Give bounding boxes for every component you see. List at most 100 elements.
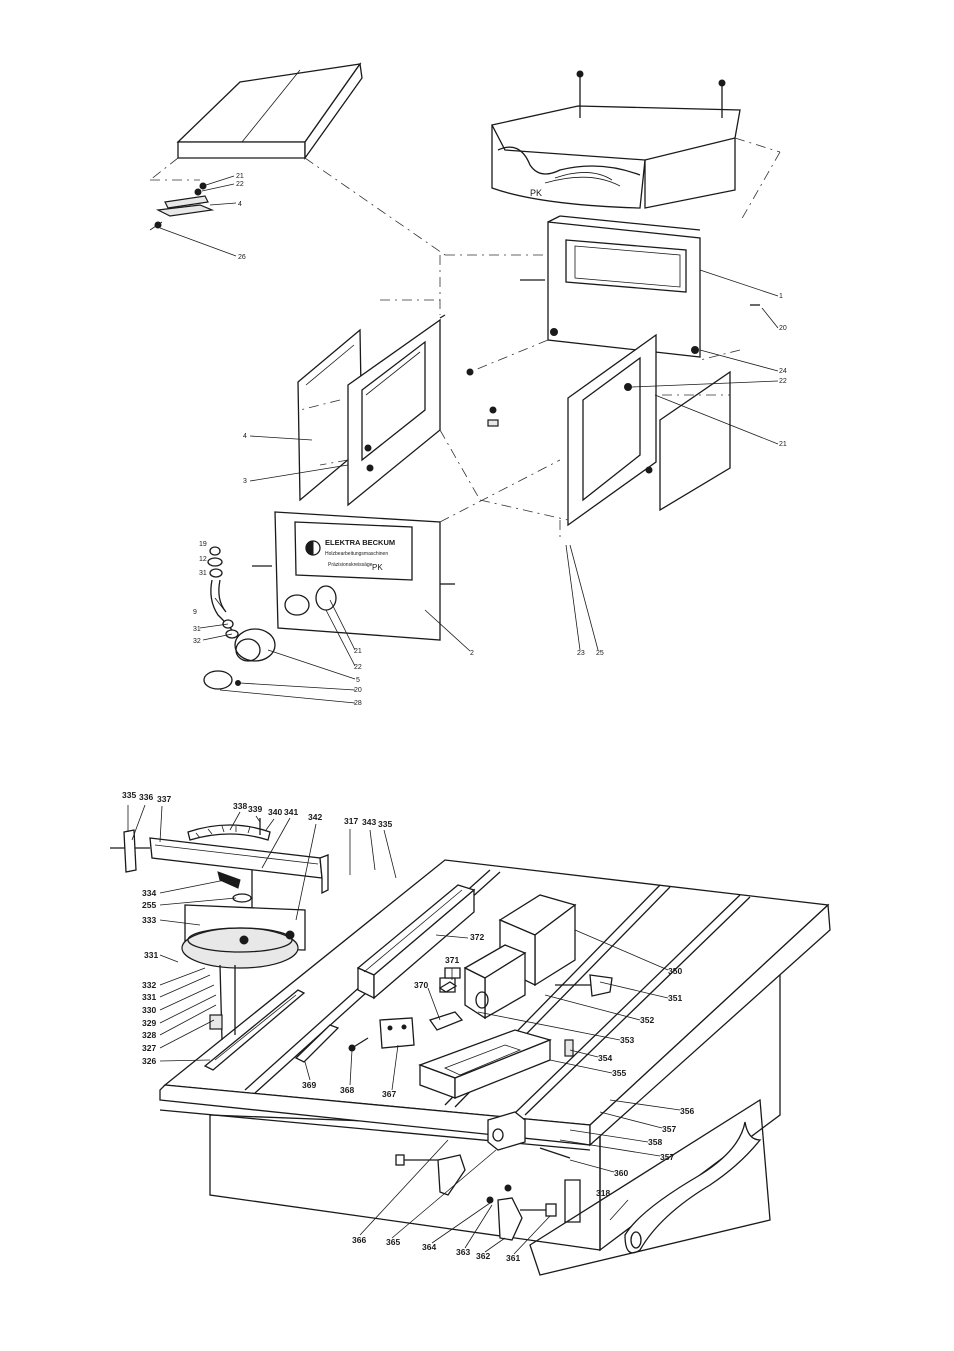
callout-26: 26: [238, 254, 246, 261]
callout-360: 360: [614, 1168, 628, 1178]
callout-368: 368: [340, 1085, 354, 1095]
fence-carriage: [418, 1029, 574, 1159]
callout-371: 371: [445, 955, 459, 965]
callout-28: 28: [354, 700, 362, 707]
callout-339: 339: [248, 804, 262, 814]
left-side-panel: [297, 314, 474, 507]
dust-fittings: [203, 546, 276, 690]
callout-20-b: 20: [354, 687, 362, 694]
callout-328: 328: [142, 1030, 156, 1040]
callout-357-b: 357: [660, 1152, 674, 1162]
rip-fence: [356, 884, 476, 1000]
callout-372: 372: [470, 932, 484, 942]
table-tray: PK: [491, 70, 741, 209]
callout-318: 318: [596, 1188, 610, 1198]
callout-351: 351: [668, 993, 682, 1003]
callout-355: 355: [612, 1068, 626, 1078]
callout-330: 330: [142, 1005, 156, 1015]
callout-364: 364: [422, 1242, 436, 1252]
callout-336: 336: [139, 792, 153, 802]
callout-4: 4: [238, 201, 242, 208]
assembly-lines: [299, 137, 781, 540]
callout-361: 361: [506, 1253, 520, 1263]
plate-brand: ELEKTRA BECKUM: [325, 538, 395, 547]
callout-342: 342: [308, 812, 322, 822]
plate-model-line: Präzisionskreissäge: [328, 562, 373, 568]
callout-340: 340: [268, 807, 282, 817]
lower-leaders: [127, 804, 681, 1255]
callout-21-b: 21: [779, 441, 787, 448]
callout-354: 354: [598, 1053, 612, 1063]
callout-24: 24: [779, 368, 787, 375]
callout-362: 362: [476, 1251, 490, 1261]
callout-21: 21: [236, 173, 244, 180]
lower-table-diagram: 335 336 337 338 339 340 341 342 317 343 …: [110, 790, 831, 1276]
miter-gauge: [181, 871, 306, 1041]
plate-model: PK: [372, 563, 383, 572]
tray-model-label: PK: [530, 188, 542, 198]
callout-343: 343: [362, 817, 376, 827]
callout-332: 332: [142, 980, 156, 990]
callout-9: 9: [193, 609, 197, 616]
lower-callouts: 335 336 337 338 339 340 341 342 317 343 …: [122, 790, 694, 1263]
callout-356: 356: [680, 1106, 694, 1116]
lock-levers: [395, 1154, 557, 1241]
callout-2: 2: [470, 650, 474, 657]
push-stick: [529, 1098, 771, 1276]
callout-334: 334: [142, 888, 156, 898]
callout-19: 19: [199, 541, 207, 548]
callout-25: 25: [596, 650, 604, 657]
callout-23: 23: [577, 650, 585, 657]
callout-22-b: 22: [779, 378, 787, 385]
miter-fence: [110, 818, 329, 910]
upper-leaders: [199, 269, 779, 704]
callout-3: 3: [243, 478, 247, 485]
callout-31: 31: [199, 570, 207, 577]
callout-337: 337: [157, 794, 171, 804]
miter-bar: [203, 989, 306, 1071]
callout-331-b: 331: [142, 992, 156, 1002]
callout-370: 370: [414, 980, 428, 990]
callout-331: 331: [144, 950, 158, 960]
callout-353: 353: [620, 1035, 634, 1045]
callout-358: 358: [648, 1137, 662, 1147]
callout-363: 363: [456, 1247, 470, 1257]
callout-5: 5: [356, 677, 360, 684]
callout-335-b: 335: [378, 819, 392, 829]
callout-357: 357: [662, 1124, 676, 1134]
callout-317: 317: [344, 816, 358, 826]
callout-369: 369: [302, 1080, 316, 1090]
callout-31-b: 31: [193, 626, 201, 633]
callout-341: 341: [284, 807, 298, 817]
callout-335: 335: [122, 790, 136, 800]
callout-352: 352: [640, 1015, 654, 1025]
callout-255: 255: [142, 900, 156, 910]
callout-326: 326: [142, 1056, 156, 1066]
callout-329: 329: [142, 1018, 156, 1028]
callout-12: 12: [199, 556, 207, 563]
right-side-panel: [487, 333, 731, 527]
callout-22-c: 22: [354, 664, 362, 671]
callout-327: 327: [142, 1043, 156, 1053]
callout-21-c: 21: [354, 648, 362, 655]
upper-cabinet-diagram: PK: [149, 62, 787, 707]
callout-20: 20: [779, 325, 787, 332]
lid-board: [176, 62, 363, 161]
callout-32: 32: [193, 638, 201, 645]
callout-1: 1: [779, 293, 783, 300]
callout-350: 350: [668, 966, 682, 976]
callout-333: 333: [142, 915, 156, 925]
plate-subtitle: Holzbearbeitungsmaschinen: [325, 551, 388, 557]
upper-callouts: 21 22 4 26 1 20 24 22 21 4 3 19 12 31 9 …: [193, 173, 787, 707]
hinge-set: [149, 157, 237, 257]
callout-4-b: 4: [243, 433, 247, 440]
callout-338: 338: [233, 801, 247, 811]
rear-panel: [520, 215, 760, 358]
front-panel: ELEKTRA BECKUM Holzbearbeitungsmaschinen…: [252, 511, 455, 641]
callout-366: 366: [352, 1235, 366, 1245]
callout-365: 365: [386, 1237, 400, 1247]
fence-head: [428, 894, 613, 1031]
callout-22: 22: [236, 181, 244, 188]
callout-367: 367: [382, 1089, 396, 1099]
